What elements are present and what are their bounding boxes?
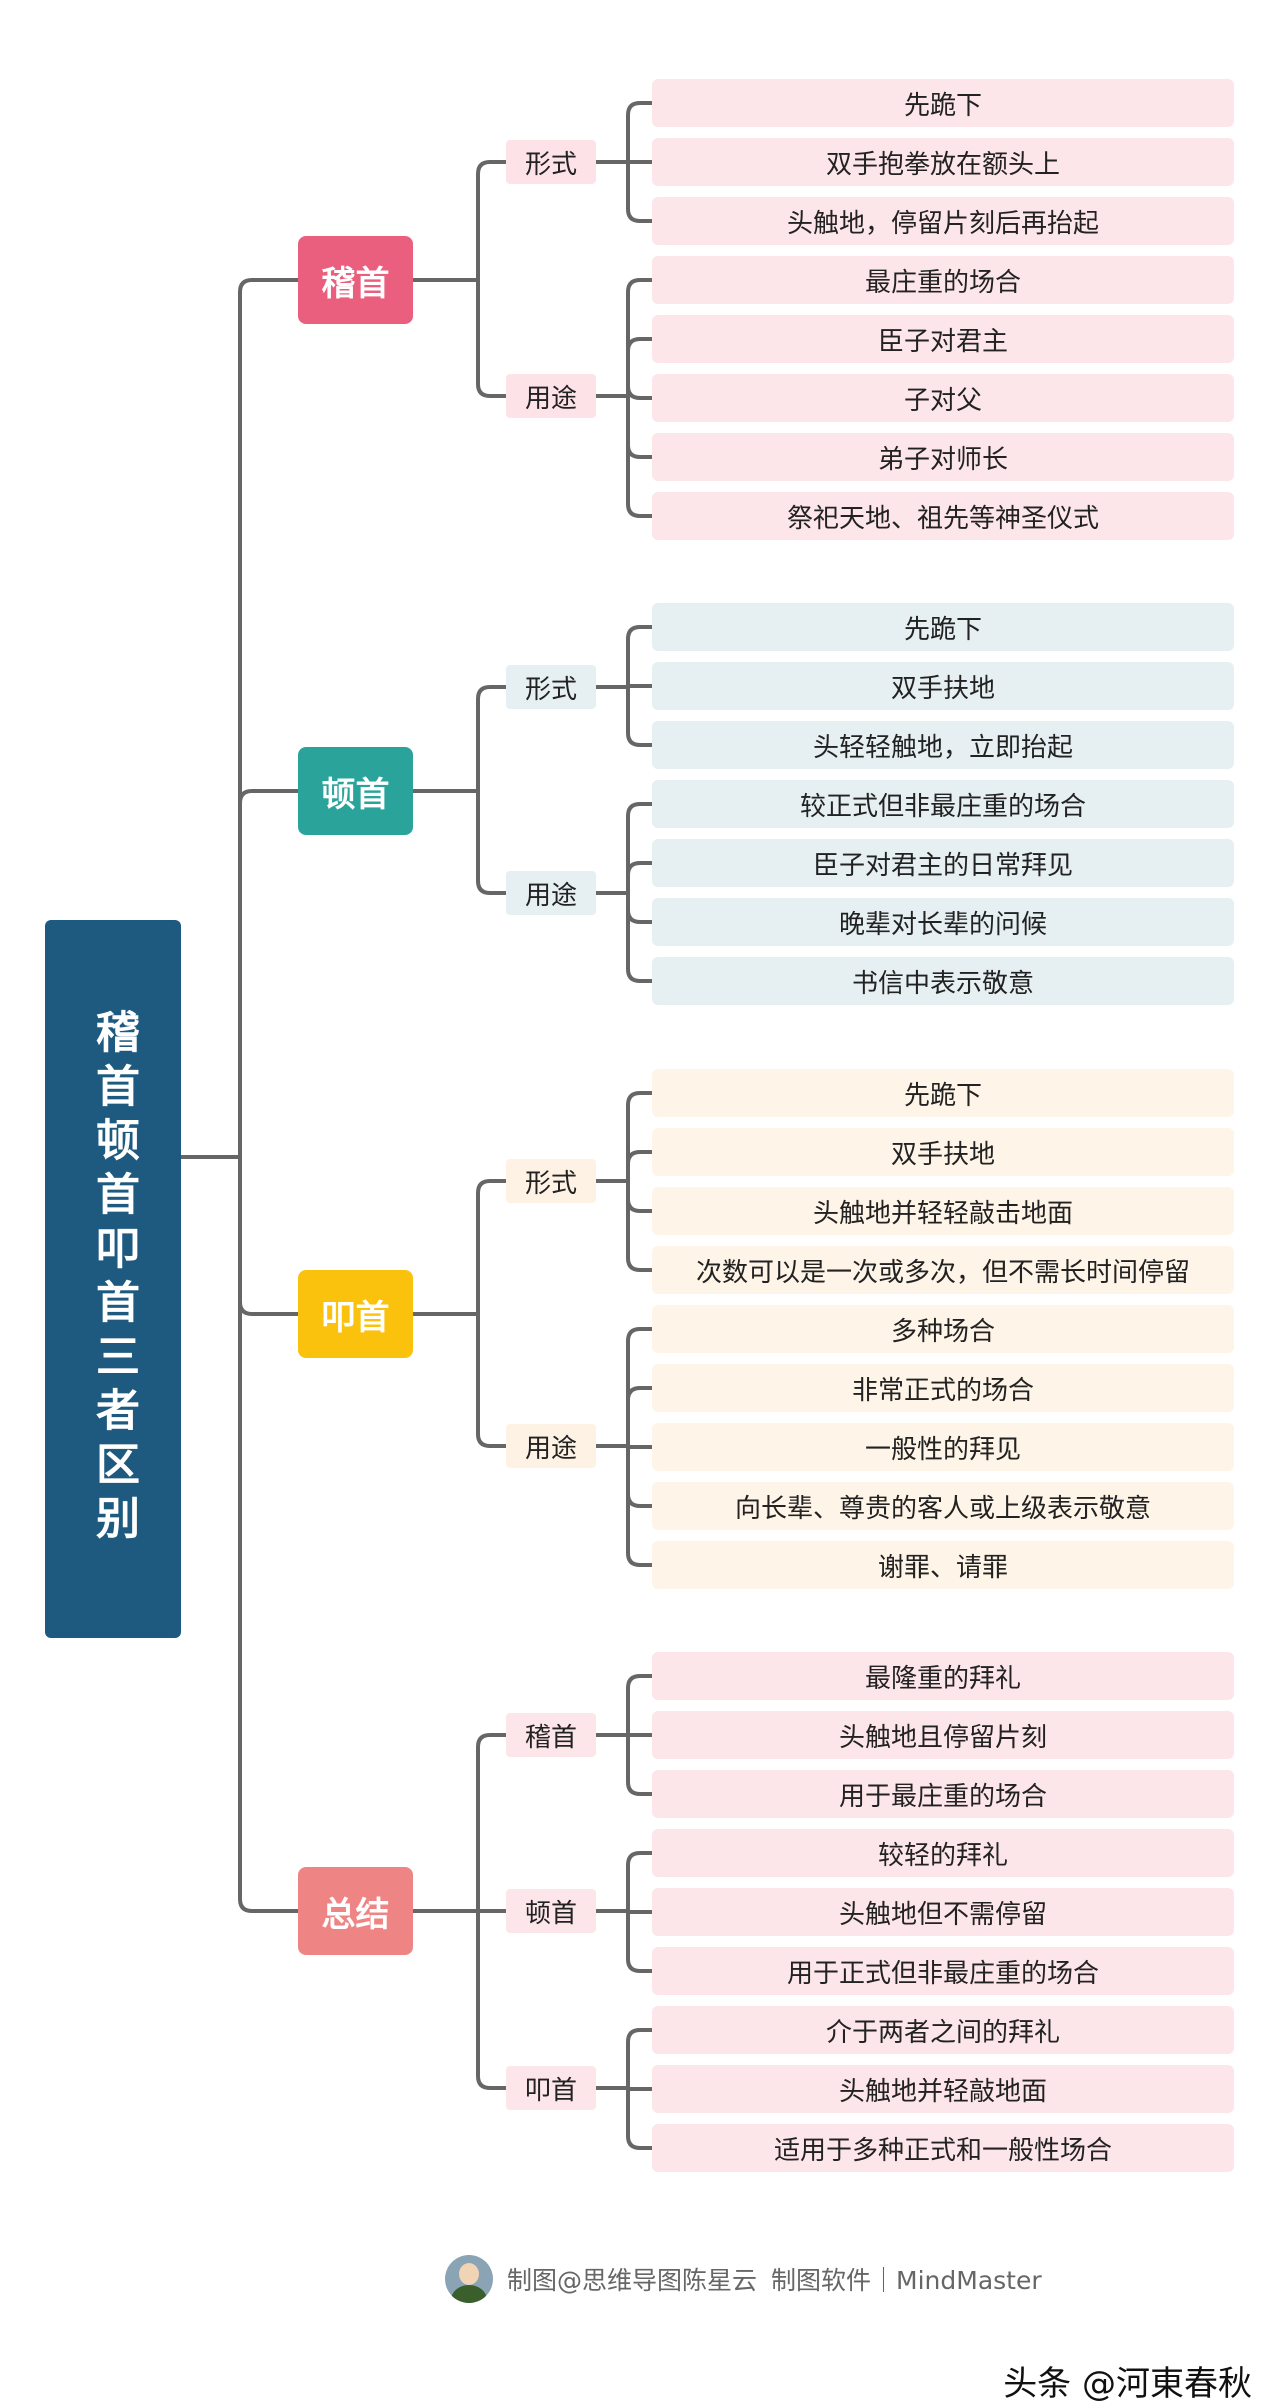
connector	[626, 893, 652, 924]
leaf-item: 晚辈对长辈的问候	[652, 898, 1234, 946]
connector	[476, 1911, 506, 2090]
root-node: 稽首顿首叩首三者区别	[45, 920, 181, 1638]
group-koushou-form: 形式	[506, 1159, 596, 1203]
connector	[238, 789, 298, 1157]
leaf-item: 弟子对师长	[652, 433, 1234, 481]
connector	[626, 337, 652, 396]
connector	[626, 1150, 652, 1181]
leaf-item: 先跪下	[652, 603, 1234, 651]
group-jishou-form: 形式	[506, 140, 596, 184]
connector	[626, 101, 652, 162]
source-watermark: 头条 @河東春秋	[1003, 2364, 1252, 2404]
connector	[476, 1314, 506, 1448]
connector	[626, 1181, 652, 1213]
connector	[626, 162, 652, 223]
leaf-item: 次数可以是一次或多次，但不需长时间停留	[652, 1246, 1234, 1294]
avatar	[445, 2255, 493, 2303]
connector	[626, 893, 652, 983]
connector	[626, 2028, 652, 2088]
connector	[476, 1733, 506, 1911]
leaf-item: 较正式但非最庄重的场合	[652, 780, 1234, 828]
connector	[626, 396, 652, 518]
leaf-item: 一般性的拜见	[652, 1423, 1234, 1471]
group-dunshou-use: 用途	[506, 871, 596, 915]
connector	[626, 1735, 652, 1796]
connector	[626, 1674, 652, 1735]
connector	[626, 1327, 652, 1446]
leaf-item: 向长辈、尊贵的客人或上级表示敬意	[652, 1482, 1234, 1530]
credit-text: 制图@思维导图陈星云	[507, 2266, 758, 2295]
connector	[626, 802, 652, 893]
connector	[626, 1181, 652, 1272]
connector	[238, 278, 298, 1157]
leaf-item: 谢罪、请罪	[652, 1541, 1234, 1589]
branch-koushou: 叩首	[298, 1270, 413, 1358]
leaf-item: 先跪下	[652, 1069, 1234, 1117]
leaf-item: 头触地，停留片刻后再抬起	[652, 197, 1234, 245]
leaf-item: 头触地且停留片刻	[652, 1711, 1234, 1759]
branch-dunshou: 顿首	[298, 747, 413, 835]
leaf-item: 头触地并轻敲地面	[652, 2065, 1234, 2113]
leaf-item: 祭祀天地、祖先等神圣仪式	[652, 492, 1234, 540]
connector	[626, 1851, 652, 1911]
group-dunshou-form: 形式	[506, 665, 596, 709]
leaf-item: 双手扶地	[652, 662, 1234, 710]
leaf-item: 双手扶地	[652, 1128, 1234, 1176]
leaf-item: 最隆重的拜礼	[652, 1652, 1234, 1700]
leaf-item: 臣子对君主	[652, 315, 1234, 363]
group-jishou-use: 用途	[506, 374, 596, 418]
leaf-item: 头触地并轻轻敲击地面	[652, 1187, 1234, 1235]
connector	[238, 1156, 298, 1316]
leaf-item: 较轻的拜礼	[652, 1829, 1234, 1877]
connector	[626, 1091, 652, 1181]
connector	[476, 160, 506, 280]
connector	[626, 861, 652, 893]
connector	[626, 1446, 652, 1567]
connector	[476, 1179, 506, 1314]
connector	[626, 625, 652, 687]
leaf-item: 介于两者之间的拜礼	[652, 2006, 1234, 2054]
connector	[626, 1386, 652, 1446]
connector	[626, 1911, 652, 1973]
branch-summary: 总结	[298, 1867, 413, 1955]
leaf-item: 双手抱拳放在额头上	[652, 138, 1234, 186]
connector	[626, 1446, 652, 1508]
leaf-item: 头触地但不需停留	[652, 1888, 1234, 1936]
footer-credit: 制图@思维导图陈星云 制图软件｜MindMaster	[445, 2253, 1042, 2305]
leaf-item: 臣子对君主的日常拜见	[652, 839, 1234, 887]
group-summary-jishou: 稽首	[506, 1713, 596, 1757]
branch-jishou: 稽首	[298, 236, 413, 324]
group-summary-dunshou: 顿首	[506, 1889, 596, 1933]
connector	[476, 280, 506, 398]
leaf-item: 书信中表示敬意	[652, 957, 1234, 1005]
connector	[626, 2088, 652, 2150]
software-text: 制图软件｜MindMaster	[771, 2266, 1042, 2295]
connector	[626, 396, 652, 459]
leaf-item: 最庄重的场合	[652, 256, 1234, 304]
leaf-item: 头轻轻触地，立即抬起	[652, 721, 1234, 769]
connector	[238, 1156, 298, 1913]
connector	[626, 278, 652, 396]
leaf-item: 子对父	[652, 374, 1234, 422]
leaf-item: 多种场合	[652, 1305, 1234, 1353]
leaf-item: 先跪下	[652, 79, 1234, 127]
leaf-item: 用于正式但非最庄重的场合	[652, 1947, 1234, 1995]
connector	[626, 687, 652, 747]
root-title: 稽首顿首叩首三者区别	[88, 1009, 139, 1549]
group-koushou-use: 用途	[506, 1424, 596, 1468]
connector	[476, 791, 506, 895]
connector	[626, 385, 652, 400]
leaf-item: 非常正式的场合	[652, 1364, 1234, 1412]
connector	[476, 685, 506, 791]
leaf-item: 用于最庄重的场合	[652, 1770, 1234, 1818]
leaf-item: 适用于多种正式和一般性场合	[652, 2124, 1234, 2172]
group-summary-koushou: 叩首	[506, 2066, 596, 2110]
